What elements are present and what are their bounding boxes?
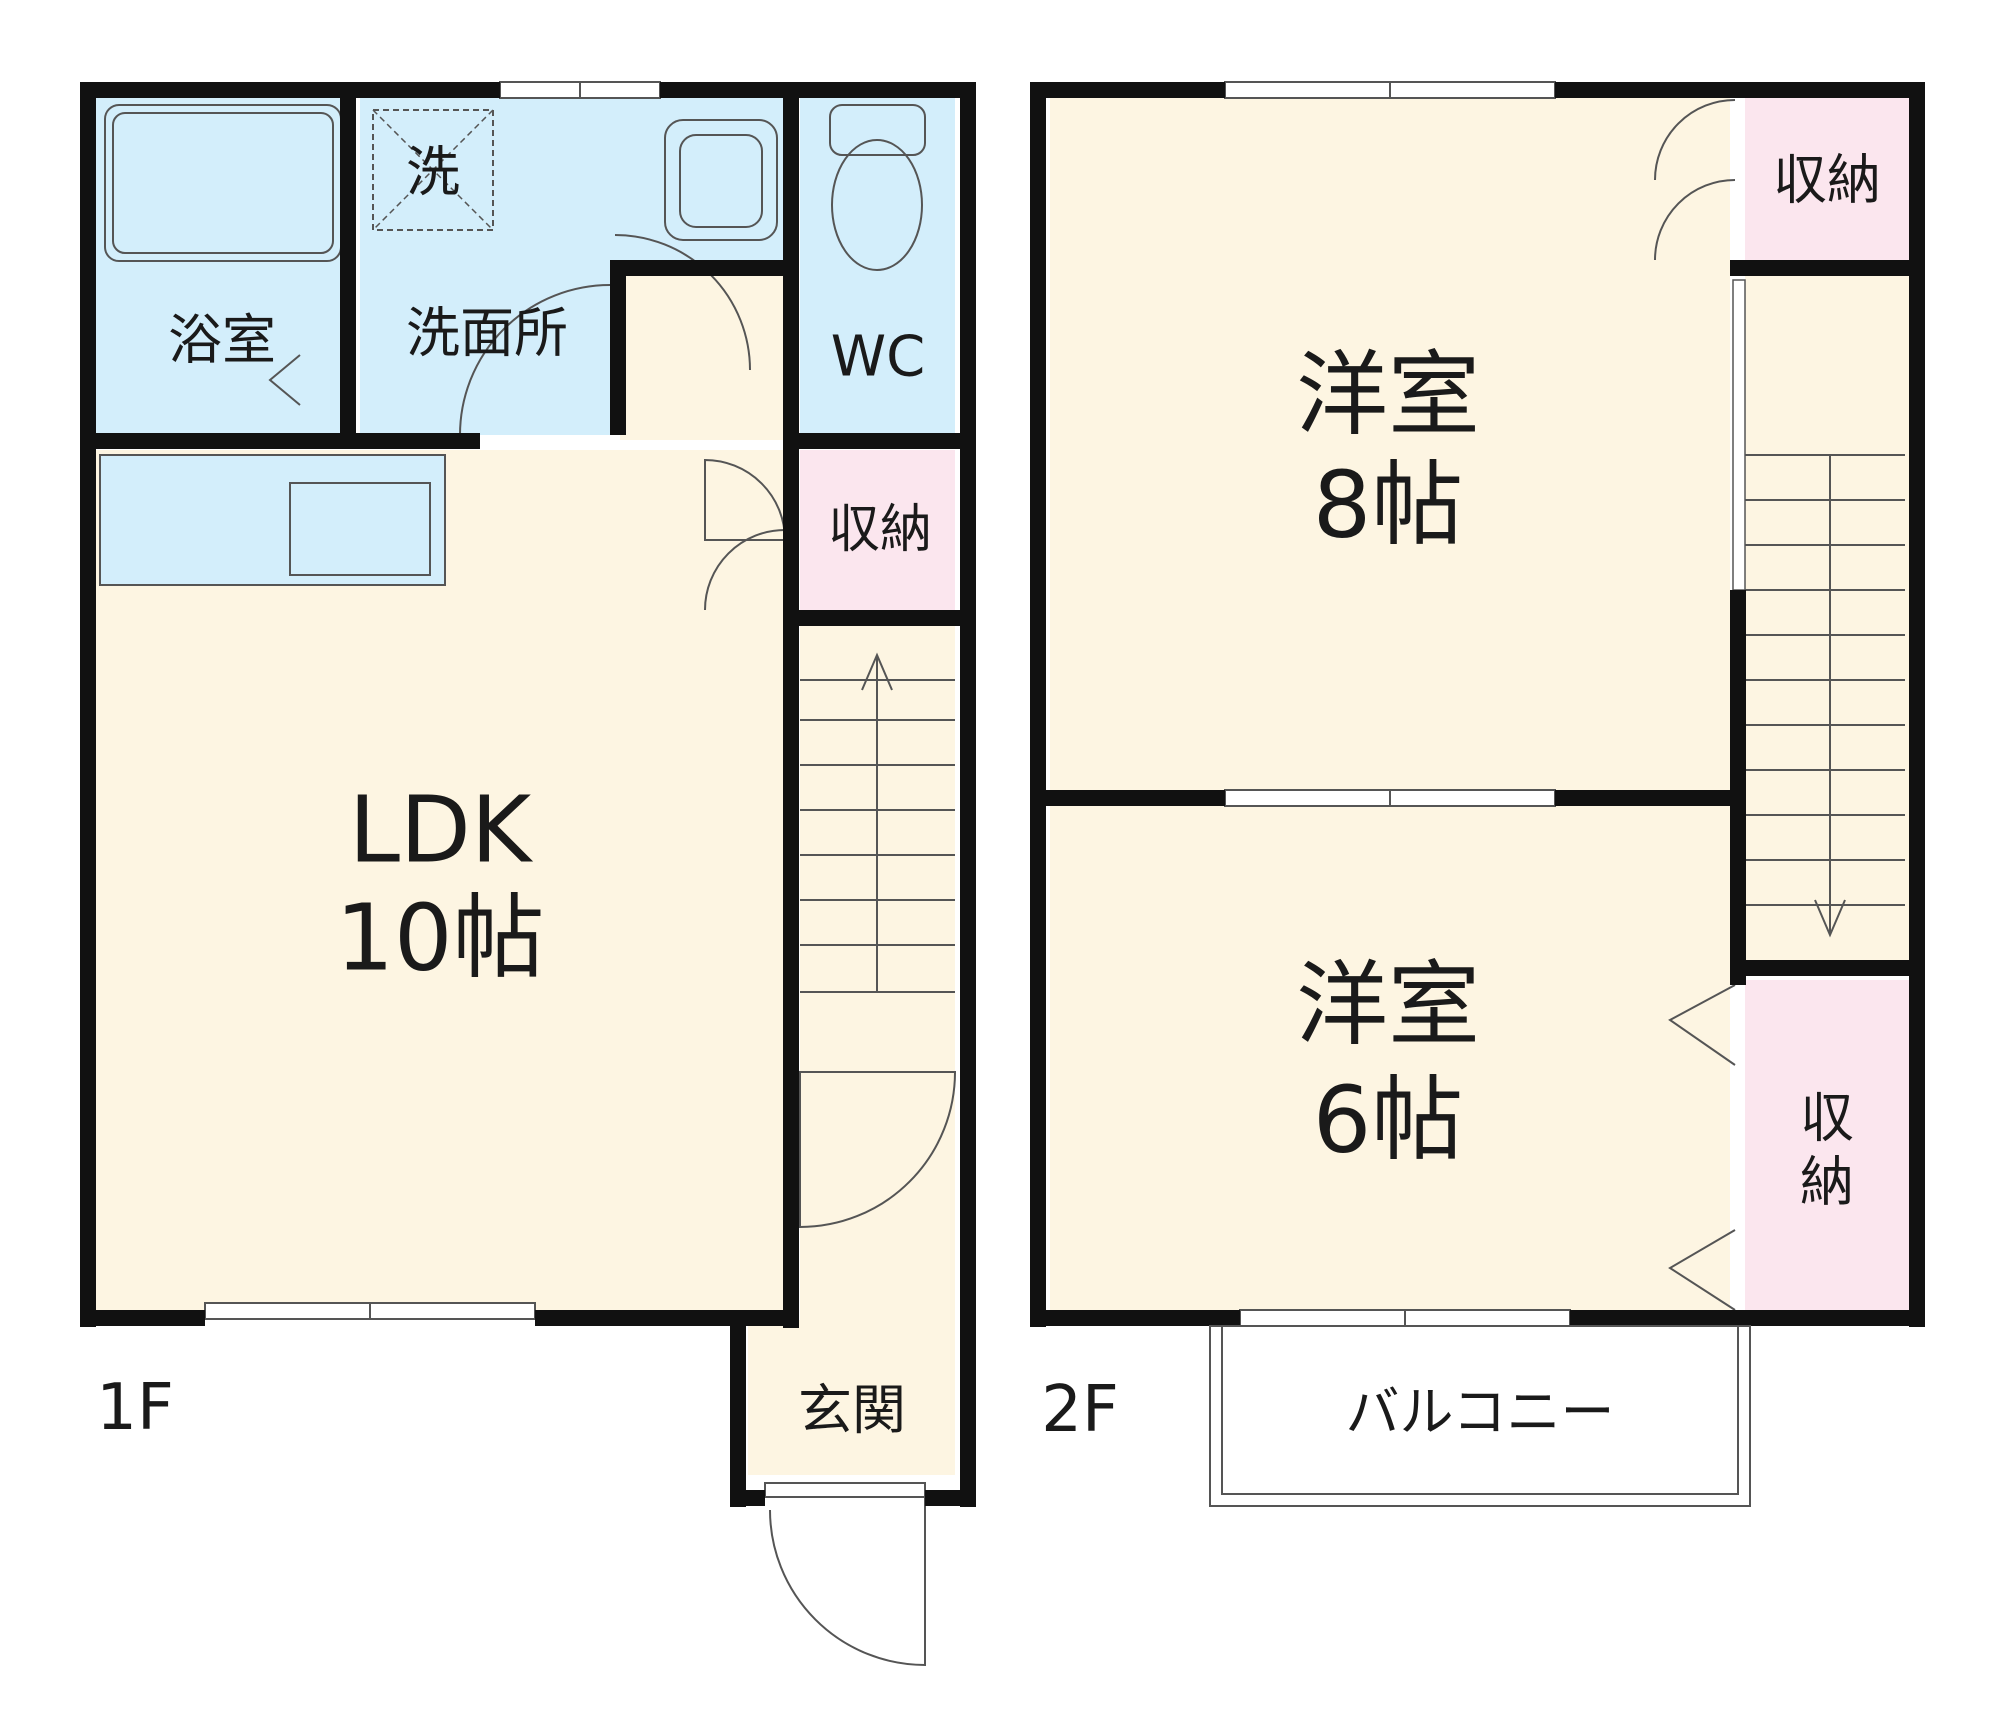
floor-1: 浴室 洗 洗面所 WC 収納 LDK 10帖 玄関 1F: [80, 81, 976, 1667]
bathroom-area: [95, 95, 350, 435]
kitchen-counter: [99, 454, 446, 586]
washbasin: [664, 119, 778, 241]
hall-area: [620, 270, 785, 440]
storage-2f-top-area: [1745, 95, 1910, 265]
storage-2f-side-area: [1745, 980, 1910, 1310]
storage-1f-area: [800, 450, 955, 610]
sink: [289, 482, 431, 576]
walls-2f: [1030, 82, 1925, 1327]
floor-2: 洋室 8帖 洋室 6帖 収納 収 納 バルコニー 2F: [1030, 81, 1925, 1507]
storage-1f-label: 収納: [828, 500, 932, 560]
ldk-size-label: 10帖: [335, 885, 544, 992]
entrance-label: 玄関: [798, 1379, 906, 1442]
storage-2f-side-label-1: 収: [1800, 1087, 1854, 1150]
storage-2f-top-label: 収納: [1773, 149, 1881, 212]
wc-label: WC: [831, 325, 925, 390]
washroom-label: 洗面所: [406, 302, 568, 365]
toilet-tank: [829, 104, 926, 156]
western-room-a-label: 洋室: [1296, 342, 1480, 449]
floor-2-label: 2F: [1041, 1373, 1119, 1447]
wc-area: [800, 95, 955, 435]
floor-1-label: 1F: [96, 1371, 174, 1445]
western-room-b-size-label: 6帖: [1313, 1067, 1464, 1174]
western-room-b-label: 洋室: [1296, 952, 1480, 1059]
western-room-b-area: [1050, 805, 1730, 1315]
stair-2f-area: [1745, 275, 1910, 965]
storage-2f-side-label-2: 納: [1800, 1151, 1854, 1214]
entrance-area: [748, 1320, 955, 1475]
western-room-a-area: [1050, 95, 1730, 795]
toilet-bowl: [831, 139, 923, 271]
bath-label: 浴室: [168, 309, 276, 372]
walls-1f: [80, 82, 976, 1507]
ldk-label: LDK: [349, 777, 534, 884]
stairs-2f: [1745, 454, 1905, 938]
stairs-1f: [800, 652, 955, 993]
bathtub: [112, 112, 334, 254]
balcony-label: バルコニー: [1346, 1381, 1615, 1444]
washer-space: [372, 109, 494, 231]
western-room-a-size-label: 8帖: [1313, 452, 1464, 559]
washer-label: 洗: [406, 141, 460, 204]
ldk-area: [95, 450, 785, 1310]
